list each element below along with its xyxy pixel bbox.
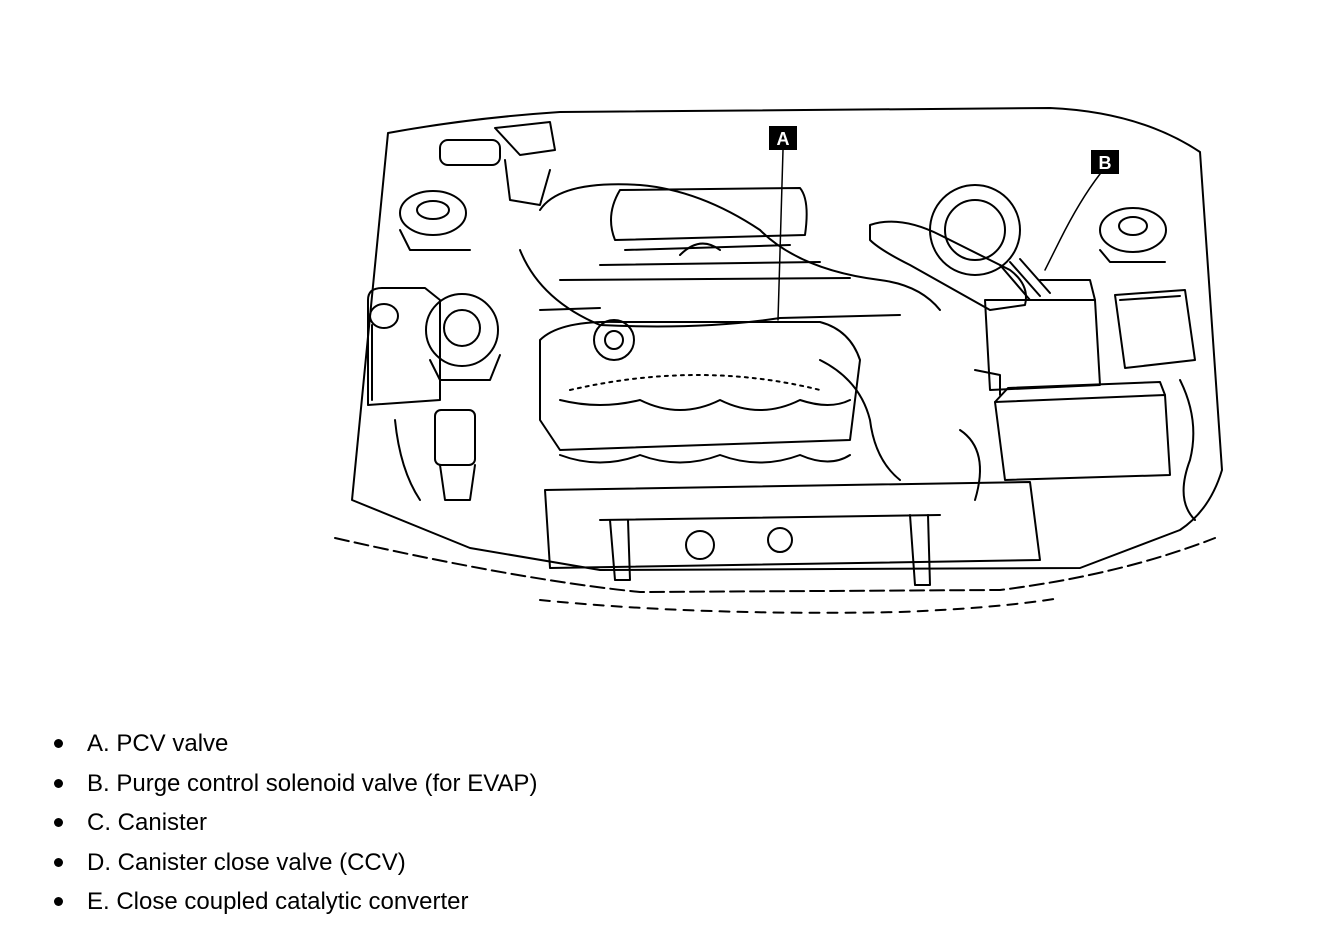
component-legend: A. PCV valve B. Purge control solenoid v…: [52, 726, 537, 924]
bullet-icon: [54, 857, 63, 867]
battery: [994, 381, 1171, 481]
fuse-box: [1114, 289, 1196, 369]
coolant-reservoir: [367, 287, 441, 406]
radiator-support: [544, 429, 1041, 586]
wiring-harness-2: [1179, 379, 1196, 521]
callout-b: B: [1091, 150, 1119, 174]
wiper-motor: [439, 121, 556, 206]
engine-valve-cover: [539, 319, 861, 464]
legend-item-c: C. Canister: [52, 805, 537, 845]
legend-text: B. Purge control solenoid valve (for EVA…: [87, 769, 538, 797]
bullet-icon: [54, 739, 63, 748]
hood-outline: [351, 107, 1223, 571]
callout-b-leader: [1044, 173, 1101, 271]
legend-item-a: A. PCV valve: [52, 726, 537, 766]
legend-text: A. PCV valve: [87, 730, 229, 757]
legend-text: D. Canister close valve (CCV): [87, 848, 406, 876]
air-intake-duct: [869, 184, 1051, 311]
bumper-line-lower: [539, 597, 1061, 614]
bullet-icon: [54, 818, 63, 827]
callout-a: A: [769, 126, 797, 150]
bullet-icon: [54, 897, 63, 906]
intake-manifold: [539, 187, 851, 311]
bumper-line: [334, 537, 1216, 593]
legend-text: C. Canister: [87, 809, 208, 836]
callout-a-letter: A: [777, 129, 790, 149]
engine-bay-diagram: A B: [334, 107, 1223, 614]
left-strut-tower: [399, 190, 471, 251]
legend-item-e: E. Close coupled catalytic converter: [52, 884, 537, 924]
vacuum-hose: [539, 183, 941, 311]
right-strut-tower: [1099, 207, 1167, 263]
brake-fluid-reservoir: [425, 293, 501, 501]
legend-item-d: D. Canister close valve (CCV): [52, 845, 537, 885]
air-filter-box: [974, 279, 1101, 396]
legend-text: E. Close coupled catalytic converter: [87, 888, 469, 915]
vacuum-hose-2: [519, 249, 901, 328]
callout-a-leader: [777, 149, 784, 321]
bullet-icon: [54, 778, 63, 788]
legend-item-b: B. Purge control solenoid valve (for EVA…: [52, 766, 537, 806]
wiring-harness: [819, 359, 901, 481]
callout-b-letter: B: [1099, 153, 1112, 173]
wiring-harness-3: [394, 419, 421, 501]
